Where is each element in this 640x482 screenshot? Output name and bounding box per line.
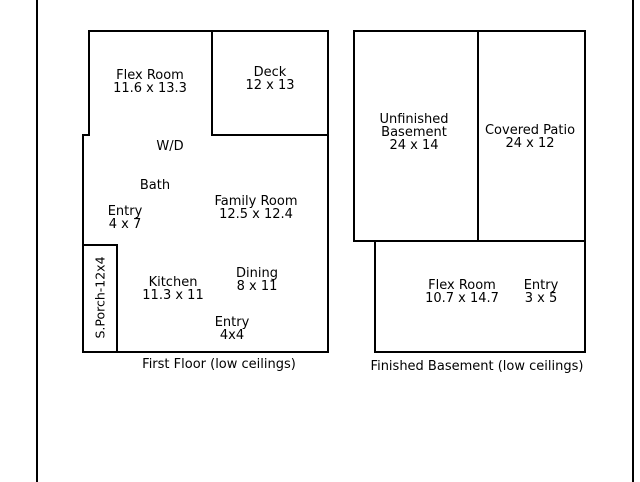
wd-label: W/D: [156, 139, 184, 154]
basement-flex-room-label: Flex Room 10.7 x 14.7: [425, 278, 499, 306]
entry-bottom-label: Entry 4x4: [214, 315, 250, 343]
entry-side-label: Entry 4 x 7: [107, 204, 143, 232]
basement-caption: Finished Basement (low ceilings): [370, 359, 584, 374]
porch-walls: [82, 244, 118, 353]
deck-label: Deck 12 x 13: [245, 65, 295, 93]
family-room-label: Family Room 12.5 x 12.4: [214, 194, 298, 222]
covered-patio-label: Covered Patio 24 x 12: [484, 123, 576, 151]
first-floor-caption: First Floor (low ceilings): [142, 357, 296, 372]
deck-walls: [211, 31, 328, 136]
dining-label: Dining 8 x 11: [236, 266, 278, 294]
page-border: [36, 0, 634, 482]
bath-label: Bath: [139, 178, 171, 193]
unfinished-basement-label: Unfinished Basement 24 x 14: [379, 112, 449, 153]
porch-label: S.Porch-12x4: [92, 256, 108, 339]
flex-room-label: Flex Room 11.6 x 13.3: [113, 68, 187, 96]
basement-entry-label: Entry 3 x 5: [523, 278, 559, 306]
covered-patio-walls: [477, 30, 586, 242]
kitchen-label: Kitchen 11.3 x 11: [142, 275, 204, 303]
basement-flex-walls: [374, 241, 586, 353]
